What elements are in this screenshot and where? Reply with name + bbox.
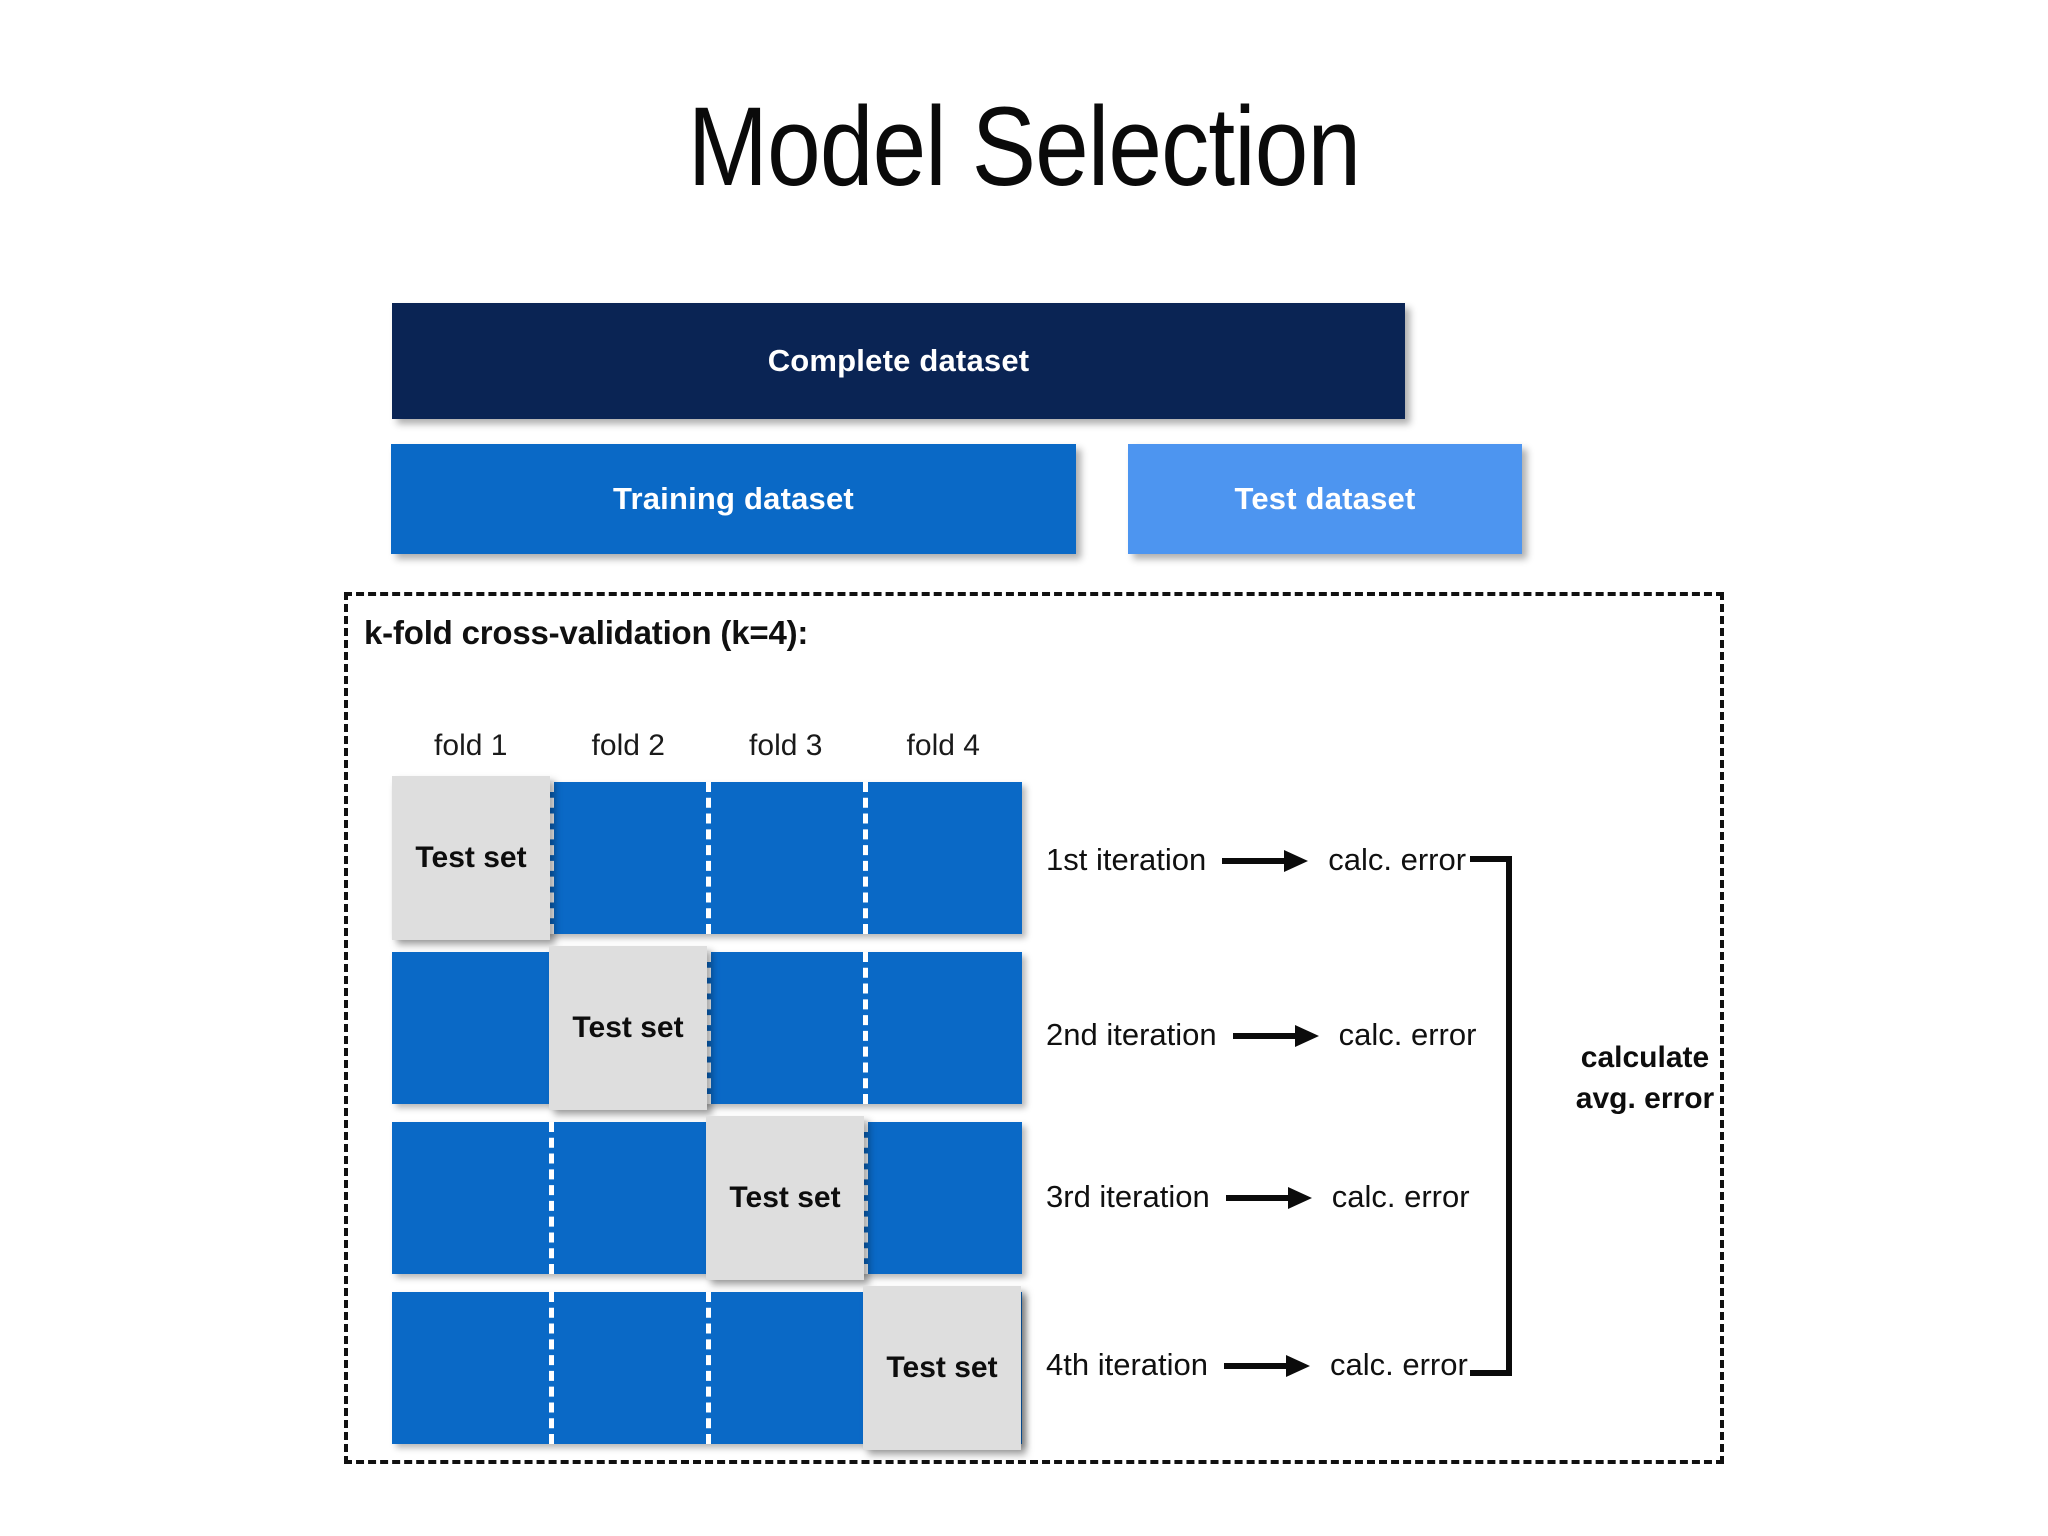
fold-divider (706, 952, 711, 1104)
arrow-right-icon (1224, 1355, 1314, 1377)
test-set-label: Test set (572, 1011, 684, 1044)
iteration-annotation: 1st iteration calc. error (1046, 838, 1466, 882)
fold-label-1: fold 1 (434, 729, 508, 762)
fold-row: Test set (392, 1116, 1022, 1280)
fold-divider (549, 782, 554, 934)
complete-dataset-box: Complete dataset (392, 303, 1405, 419)
calc-error-label: calc. error (1338, 1017, 1477, 1052)
fold-divider (706, 782, 711, 934)
iteration-label: 4th iteration (1046, 1347, 1208, 1382)
iteration-annotation: 2nd iteration calc. error (1046, 1013, 1476, 1057)
fold-label-4: fold 4 (906, 729, 980, 762)
calc-error-label: calc. error (1328, 842, 1467, 877)
arrow-right-icon (1225, 1187, 1316, 1209)
calculate-avg-error-line2: avg. error (1575, 1081, 1715, 1115)
fold-divider (863, 782, 868, 934)
calculate-avg-error-line1: calculate (1580, 1041, 1710, 1074)
training-dataset-label: Training dataset (613, 481, 854, 516)
cross-validation-heading: k-fold cross-validation (k=4): (364, 614, 809, 651)
iteration-annotation: 4th iteration calc. error (1046, 1343, 1468, 1387)
iteration-label: 1st iteration (1046, 842, 1207, 877)
calculate-avg-error-label: calculate avg. error (1540, 1038, 1750, 1119)
aggregate-bracket-icon (1470, 856, 1512, 1376)
test-set-cell: Test set (549, 946, 707, 1110)
fold-row: Test set (392, 946, 1022, 1110)
test-set-label: Test set (729, 1181, 841, 1214)
test-set-cell: Test set (863, 1286, 1021, 1450)
test-set-label: Test set (886, 1351, 998, 1384)
arrow-right-icon (1232, 1025, 1323, 1047)
iteration-annotation: 3rd iteration calc. error (1046, 1175, 1470, 1219)
calc-error-label: calc. error (1331, 1179, 1470, 1214)
iteration-label: 3rd iteration (1046, 1179, 1210, 1214)
fold-divider (549, 1292, 554, 1444)
arrow-right-icon (1222, 850, 1312, 872)
fold-label-3: fold 3 (749, 729, 823, 762)
test-set-label: Test set (415, 841, 527, 874)
test-set-cell: Test set (706, 1116, 864, 1280)
complete-dataset-label: Complete dataset (767, 343, 1030, 378)
page-title: Model Selection (687, 84, 1361, 209)
cross-validation-container (344, 592, 1724, 1464)
test-dataset-box: Test dataset (1128, 444, 1522, 554)
iteration-label: 2nd iteration (1046, 1017, 1217, 1052)
fold-divider (863, 1122, 868, 1274)
fold-divider (549, 1122, 554, 1274)
test-set-cell: Test set (392, 776, 550, 940)
fold-grid: Test set Test set Test set Test set (392, 776, 1022, 1458)
fold-row: Test set (392, 776, 1022, 940)
fold-divider (706, 1292, 711, 1444)
training-dataset-box: Training dataset (391, 444, 1076, 554)
fold-divider (863, 952, 868, 1104)
fold-label-2: fold 2 (591, 729, 665, 762)
fold-labels-row: fold 1 fold 2 fold 3 fold 4 (392, 729, 1022, 773)
fold-row: Test set (392, 1286, 1022, 1450)
test-dataset-label: Test dataset (1234, 481, 1416, 516)
calc-error-label: calc. error (1330, 1347, 1468, 1382)
